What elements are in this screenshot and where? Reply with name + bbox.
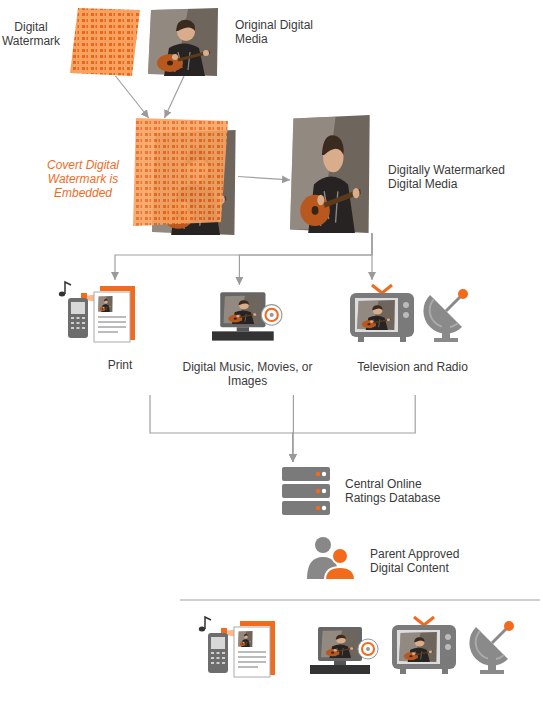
flow-arrow [239, 233, 372, 285]
node-label: Digital Music, Movies, or Images [180, 360, 315, 388]
channel-node: Print [55, 280, 155, 395]
parent-icon [307, 537, 355, 580]
parent-node: Parent Approved Digital Content [303, 535, 358, 580]
watermark-graphic [70, 8, 140, 76]
flow-arrow [165, 76, 185, 118]
watermarked-node: Digitally Watermarked Digital Media [290, 115, 372, 233]
node-label: Digitally Watermarked Digital Media [388, 163, 513, 191]
media-node: Original Digital Media [148, 8, 220, 76]
node-label: Television and Radio [345, 360, 480, 374]
satellite-icon [469, 621, 514, 674]
node-label: Central Online Ratings Database [345, 477, 450, 505]
database-node: Central Online Ratings Database [278, 462, 333, 517]
channel-node: Television and Radio [345, 280, 480, 395]
print-icon [199, 617, 275, 677]
watermarked-photo [290, 115, 370, 233]
embedding-graphic [133, 118, 236, 235]
flow-arrow [238, 177, 290, 180]
node-label: Parent Approved Digital Content [370, 547, 480, 575]
divider-line [180, 600, 540, 601]
flow-arrow [116, 76, 149, 118]
node-label: Covert Digital Watermark is Embedded [38, 158, 128, 200]
satellite-icon [423, 289, 468, 342]
print-icon [59, 282, 135, 342]
tv-icon [350, 285, 414, 342]
flow-arrow [115, 233, 372, 280]
flow-arrow [371, 233, 372, 280]
flow-arrow [150, 395, 293, 462]
node-label: Digital Watermark [0, 20, 64, 48]
flow-arrow [293, 395, 415, 462]
channel-node: Digital Music, Movies, or Images [180, 285, 315, 395]
node-label: Print [80, 358, 160, 372]
node-label: Original Digital Media [235, 18, 315, 46]
computer-icon [310, 627, 378, 674]
watermark-node: Digital Watermark [70, 8, 140, 76]
server-icon [282, 467, 330, 515]
tv-icon [392, 617, 456, 674]
computer-icon [212, 292, 282, 340]
embed-node: Covert Digital Watermark is Embedded [133, 118, 238, 235]
original-photo [148, 8, 218, 76]
